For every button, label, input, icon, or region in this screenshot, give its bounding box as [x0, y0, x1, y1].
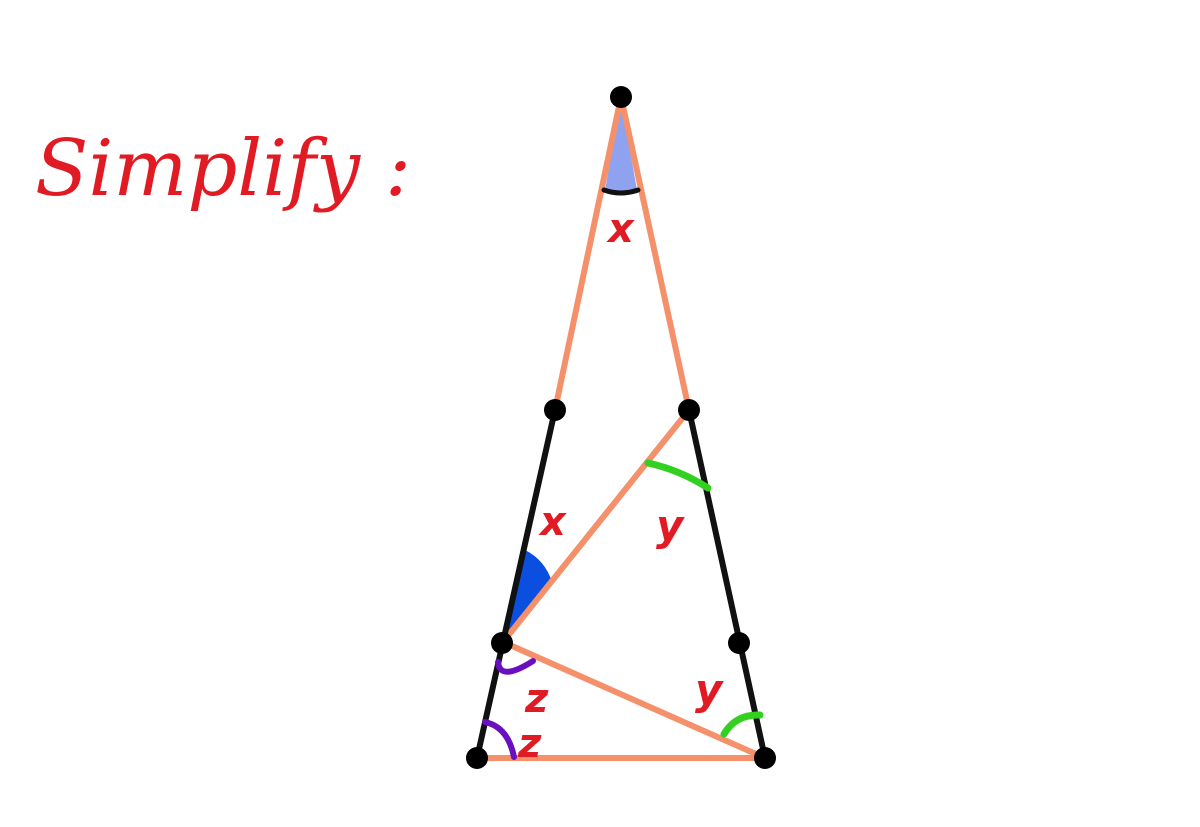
vertex-bottom-right — [754, 747, 776, 769]
right-lower-angle-arc — [720, 711, 764, 738]
vertex-bottom-left — [466, 747, 488, 769]
right-lower-angle-label: y — [695, 665, 724, 714]
cross-segment-upper — [500, 407, 692, 645]
vertices — [466, 86, 776, 769]
vertex-left-middle — [491, 632, 513, 654]
salmon-segments — [474, 94, 768, 761]
vertex-left-upper — [544, 399, 566, 421]
left-lower-bottom-angle-arc — [482, 719, 517, 760]
right-upper-angle-label: y — [656, 501, 685, 550]
left-side-line — [474, 407, 558, 761]
right-side-line — [686, 407, 768, 761]
left-lower-upper-angle-label: z — [524, 676, 549, 722]
vertex-right-upper — [678, 399, 700, 421]
left-middle-angle-fill — [503, 550, 552, 642]
vertex-apex — [610, 86, 632, 108]
left-middle-angle-label: x — [538, 499, 567, 545]
left-lower-upper-angle-arc — [495, 658, 536, 675]
apex-angle-arc — [601, 187, 641, 196]
right-upper-angle-arc — [644, 459, 712, 492]
apex-left-segment — [552, 94, 624, 413]
apex-angle-fill — [605, 100, 637, 193]
title-text: Simplify : — [35, 124, 411, 214]
cross-segment-lower — [500, 639, 768, 761]
apex-angle-label: x — [606, 206, 635, 252]
vertex-right-middle — [728, 632, 750, 654]
left-lower-bottom-angle-label: z — [517, 721, 542, 767]
apex-right-segment — [618, 94, 692, 413]
black-sides — [474, 407, 768, 761]
